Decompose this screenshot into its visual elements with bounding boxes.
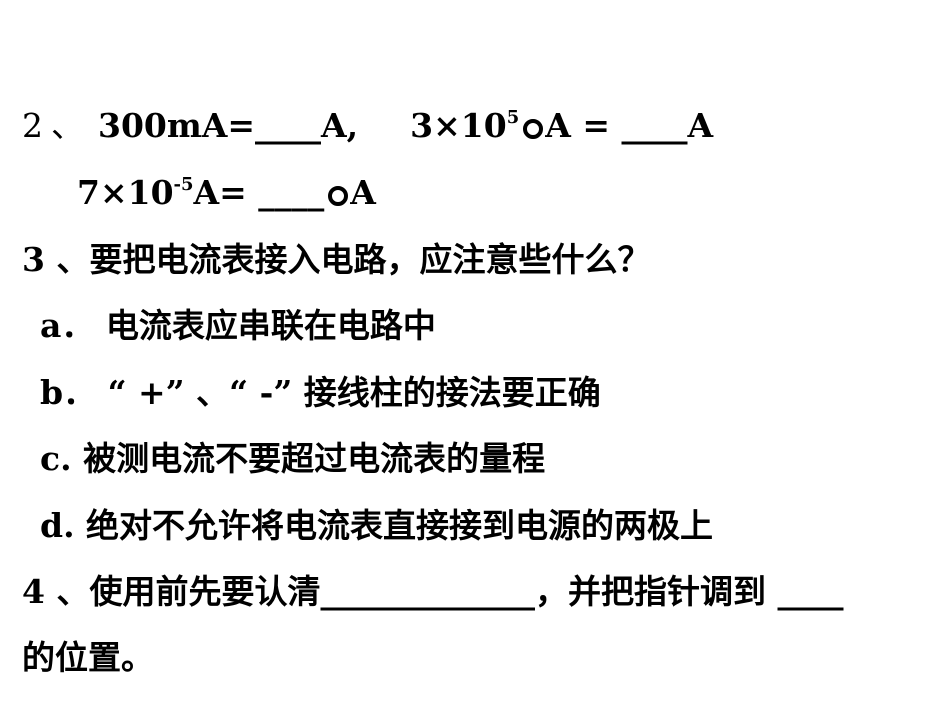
question-2-separator: 、 [51,106,84,145]
question-2-expr-2-base: 3×10 [410,106,507,145]
question-2-line-1: 2、 300mA=____A, 3×105 A = ____A [22,106,713,146]
question-4-line-1: 4 、使用前先要认清_____________，并把指针调到 ____ [22,572,844,611]
question-2-expr-2-exponent: 5 [506,107,520,128]
question-3-item-b: b． “ +” 、“ -” 接线柱的接法要正确 [40,373,601,412]
question-3-item-c: c. 被测电流不要超过电流表的量程 [40,439,546,478]
question-3-title: 3 、要把电流表接入电路，应注意些什么？ [22,240,651,279]
question-2-expr-3-unit: A [350,173,376,212]
question-2-expr-3-base: 7×10 [77,173,174,212]
question-3-item-a: a． 电流表应串联在电路中 [40,306,436,345]
question-2-expr-1: 300mA=____A, [98,106,359,145]
question-2-number: 2 [22,106,43,145]
question-3-item-d: d. 绝对不允许将电流表直接接到电源的两极上 [40,506,714,545]
micro-prefix-circle-icon [523,119,544,139]
question-2-expr-3-exponent: -5 [173,174,194,195]
question-2-expr-3-rest: A= ____ [193,173,325,212]
micro-prefix-circle-icon [328,186,349,206]
question-2-line-2: 7×10-5A= ____ A [77,173,376,213]
question-2-expr-2-rest: A = ____A [545,106,714,145]
question-4-line-2: 的位置。 [22,638,154,677]
